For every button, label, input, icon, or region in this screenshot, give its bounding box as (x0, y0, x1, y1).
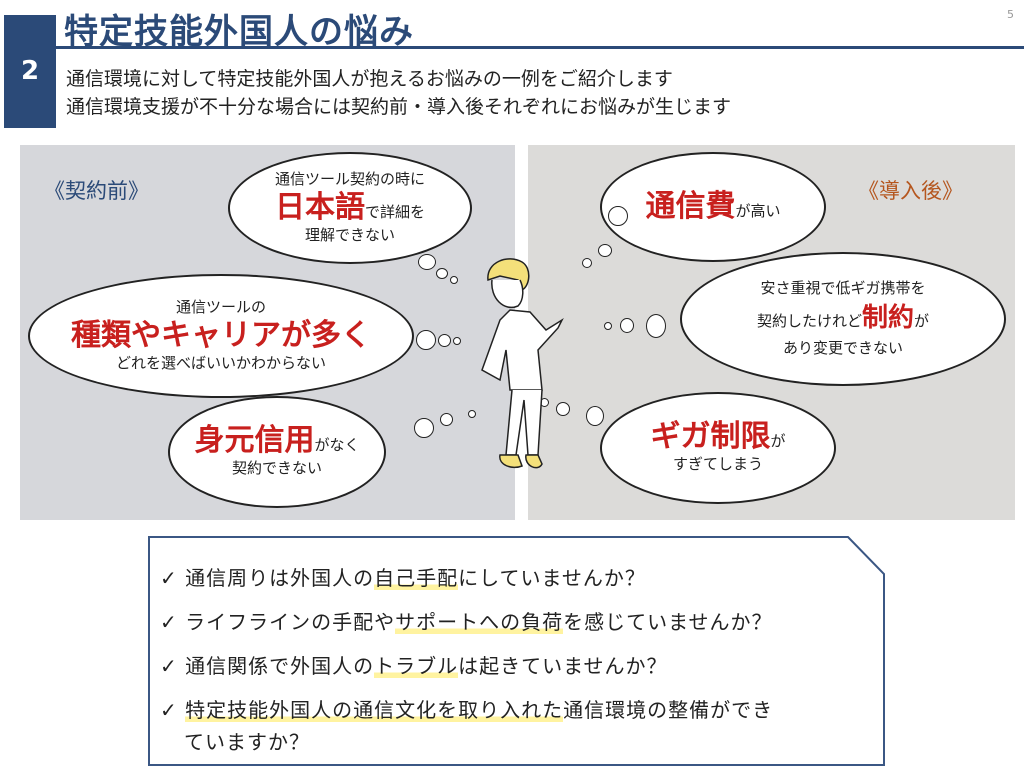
title-rule (56, 46, 1024, 49)
page-number: 5 (1007, 8, 1014, 21)
after-header: 《導入後》 (858, 179, 963, 203)
cloud-emphasis: 通信費 (645, 188, 736, 224)
cloud-text: 契約できない (231, 459, 322, 478)
cloud-text: で詳細を (364, 202, 425, 221)
thought-bubble (436, 268, 448, 279)
checklist-item: ✓ ライフラインの手配やサポートへの負荷を感じていませんか？ (160, 606, 773, 635)
cloud-text: が高い (735, 201, 781, 220)
cloud-emphasis: 身元信用 (194, 422, 315, 458)
checklist-item: ✓ 通信関係で外国人のトラブルは起きていませんか？ (160, 650, 668, 679)
thought-bubble (598, 244, 612, 257)
cloud-text: 通信ツールの (175, 298, 266, 316)
cloud-emphasis: 種類やキャリアが多く (71, 317, 371, 353)
thought-bubble (586, 406, 604, 426)
item-text: ✓ 通信関係で外国人の (160, 654, 375, 678)
cloud-emphasis: ギガ制限 (650, 418, 771, 454)
thought-bubble (438, 334, 451, 347)
item-highlight: 自己手配 (374, 566, 459, 590)
thought-bubble (646, 314, 666, 338)
section-number-box (4, 15, 56, 128)
item-text: ✓ (160, 698, 186, 722)
cloud-text: が (770, 431, 786, 450)
item-text: 通信環境の整備ができ (563, 698, 774, 722)
item-text: ✓ 通信周りは外国人の (160, 566, 375, 590)
cloud-emphasis: 日本語 (274, 189, 365, 225)
thought-bubble (582, 258, 592, 268)
subtitle-line-1: 通信環境に対して特定技能外国人が抱えるお悩みの一例をご紹介します (66, 68, 673, 90)
cloud-text: が (914, 312, 930, 331)
thought-bubble (608, 206, 628, 226)
thought-cloud-japanese: 通信ツール契約の時に 日本語で詳細を 理解できない (228, 152, 472, 264)
slide-title: 特定技能外国人の悩み (64, 12, 414, 52)
item-text: にしていませんか？ (458, 566, 646, 590)
checklist-item-continuation: ていますか？ (184, 730, 310, 754)
cloud-text: 通信ツール契約の時に (274, 170, 425, 188)
thought-cloud-identity: 身元信用がなく 契約できない (168, 396, 386, 508)
cloud-text: すぎてしまう (672, 455, 763, 474)
cloud-text: 契約したけれど (756, 312, 862, 331)
cloud-emphasis: 制約 (861, 303, 914, 334)
thought-bubble (416, 330, 436, 350)
cloud-text: がなく (314, 435, 360, 454)
thought-bubble (440, 413, 453, 426)
checklist-item: ✓ 特定技能外国人の通信文化を取り入れた通信環境の整備ができ (160, 694, 773, 723)
thought-bubble (414, 418, 434, 438)
thought-bubble (556, 402, 570, 416)
item-text: を感じていませんか？ (563, 610, 773, 634)
checklist-item: ✓ 通信周りは外国人の自己手配にしていませんか？ (160, 562, 646, 591)
thought-bubble (468, 410, 476, 418)
cloud-text: 安さ重視で低ギガ携帯を (760, 279, 926, 298)
subtitle-line-2: 通信環境支援が不十分な場合には契約前・導入後それぞれにお悩みが生じます (66, 96, 732, 118)
cloud-text: 理解できない (304, 226, 395, 245)
thought-cloud-carriers: 通信ツールの 種類やキャリアが多く どれを選べばいいかわからない (28, 274, 414, 398)
thought-bubble (453, 337, 461, 345)
item-highlight: トラブル (374, 654, 459, 678)
item-highlight: 特定技能外国人の通信文化を取り入れた (185, 698, 564, 722)
thought-bubble (418, 254, 436, 270)
item-text: は起きていませんか？ (458, 654, 668, 678)
thought-cloud-data-limit: ギガ制限が すぎてしまう (600, 392, 836, 504)
cloud-text: あり変更できない (782, 338, 903, 357)
thought-bubble (620, 318, 634, 333)
thought-bubble (604, 322, 612, 330)
thinking-person-illustration (481, 258, 564, 469)
item-text: ✓ ライフラインの手配や (160, 610, 396, 634)
before-header: 《契約前》 (44, 179, 149, 203)
item-highlight: サポートへの負荷 (395, 610, 564, 634)
thought-cloud-restriction: 安さ重視で低ギガ携帯を 契約したけれど制約が あり変更できない (680, 252, 1006, 386)
section-number: 2 (20, 56, 40, 86)
thought-cloud-cost: 通信費が高い (600, 152, 826, 262)
cloud-text: どれを選べばいいかわからない (115, 354, 326, 373)
thought-bubble (450, 276, 458, 284)
